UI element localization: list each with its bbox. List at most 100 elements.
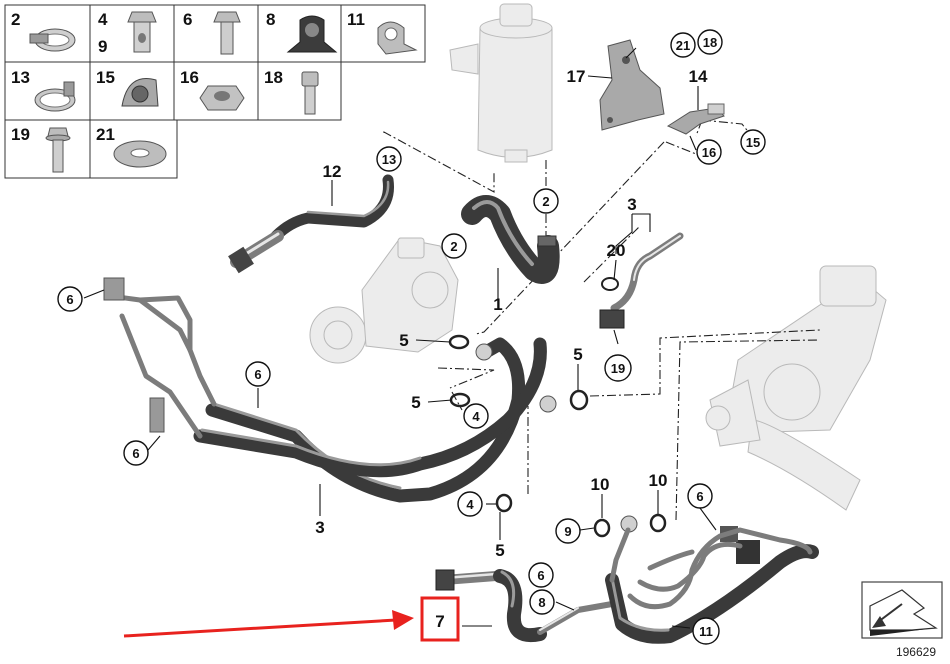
rubber-mount-icon <box>286 15 338 53</box>
hose-3 <box>103 277 547 503</box>
hose-clamp-icon <box>29 28 76 52</box>
circled-2-pump: 2 <box>441 233 467 259</box>
callout-labels: 1 3 3 5 5 5 5 10 10 12 14 17 20 <box>315 67 708 560</box>
circled-13: 13 <box>376 146 402 172</box>
band-clamp-icon <box>34 81 76 112</box>
circled-6-lower-left: 6 <box>123 440 149 466</box>
svg-text:19: 19 <box>611 361 625 376</box>
steering-pump <box>309 237 459 364</box>
hex-nut-icon <box>199 85 245 111</box>
bracket-14 <box>666 103 725 135</box>
circled-16: 16 <box>696 139 722 165</box>
circled-8: 8 <box>529 589 555 615</box>
grid-label: 16 <box>180 68 199 87</box>
callout-1: 1 <box>493 295 502 314</box>
clamp-bracket-icon <box>121 78 159 107</box>
grid-label: 21 <box>96 125 115 144</box>
circled-15: 15 <box>740 129 766 155</box>
grid-label: 13 <box>11 68 30 87</box>
circled-6-mid: 6 <box>245 361 271 387</box>
svg-text:15: 15 <box>746 135 760 150</box>
circled-21: 21 <box>670 32 696 58</box>
grid-cell-hose-clamp[interactable]: 2 <box>11 10 76 52</box>
circled-4-bottom: 4 <box>457 491 483 517</box>
callout-3-bottom: 3 <box>315 518 324 537</box>
svg-text:18: 18 <box>703 35 717 50</box>
grid-cell-flange-bolt[interactable]: 19 <box>11 125 71 173</box>
circled-9: 9 <box>555 518 581 544</box>
callout-10-left: 10 <box>591 475 610 494</box>
grid-cell-hex-nut[interactable]: 16 <box>180 68 245 111</box>
circled-2-top: 2 <box>533 188 559 214</box>
svg-text:6: 6 <box>696 489 703 504</box>
svg-text:6: 6 <box>537 568 544 583</box>
grid-cell-banjo-bolt[interactable]: 4 9 <box>98 10 157 56</box>
svg-text:6: 6 <box>132 446 139 461</box>
circled-19: 19 <box>604 354 632 382</box>
grid-label-secondary: 9 <box>98 37 107 56</box>
grid-label: 18 <box>264 68 283 87</box>
grid-label: 8 <box>266 10 275 29</box>
socket-screw-icon <box>301 71 319 115</box>
svg-text:11: 11 <box>699 624 713 639</box>
grid-cell-socket-screw[interactable]: 18 <box>264 68 319 115</box>
hex-bolt-icon <box>213 11 241 55</box>
circled-18: 18 <box>697 29 723 55</box>
callout-5-bottom: 5 <box>495 541 504 560</box>
leader-lines <box>83 47 717 629</box>
grid-cell-washer[interactable]: 21 <box>96 125 167 168</box>
grid-cell-clip[interactable]: 11 <box>347 10 418 55</box>
grid-cell-clamp-bracket[interactable]: 15 <box>96 68 159 107</box>
svg-text:2: 2 <box>542 194 549 209</box>
svg-text:13: 13 <box>382 152 396 167</box>
circled-callouts: 2 2 4 4 6 6 6 6 6 8 9 11 13 15 16 19 21 … <box>57 29 766 645</box>
steering-rack <box>705 265 887 511</box>
svg-text:4: 4 <box>466 497 474 512</box>
svg-text:4: 4 <box>472 409 480 424</box>
washer-icon <box>113 140 167 168</box>
grid-label: 6 <box>183 10 192 29</box>
svg-text:6: 6 <box>66 292 73 307</box>
grid-cell-hex-bolt[interactable]: 6 <box>183 10 241 55</box>
clip-icon <box>377 21 418 55</box>
callout-12: 12 <box>323 162 342 181</box>
parts-grid: 2 4 9 6 8 <box>4 4 426 179</box>
grid-label: 4 <box>98 10 108 29</box>
highlight-label: 7 <box>435 612 444 631</box>
red-arrow-icon <box>123 610 414 638</box>
hose-1 <box>461 195 560 284</box>
circled-6-left: 6 <box>57 286 83 312</box>
circled-4-center: 4 <box>463 403 489 429</box>
reservoir <box>449 3 553 163</box>
flange-bolt-icon <box>45 127 71 173</box>
reference-box: 196629 <box>861 581 943 659</box>
grid-label: 19 <box>11 125 30 144</box>
pipe-20 <box>599 232 684 329</box>
callout-17: 17 <box>567 67 586 86</box>
hose-7 <box>435 569 615 642</box>
circled-6-bottom: 6 <box>528 562 554 588</box>
grid-label: 2 <box>11 10 20 29</box>
callout-3-top: 3 <box>627 195 636 214</box>
callout-5-center: 5 <box>411 393 420 412</box>
reference-number: 196629 <box>896 645 936 659</box>
svg-text:9: 9 <box>564 524 571 539</box>
grid-cell-band-clamp[interactable]: 13 <box>11 68 76 112</box>
svg-text:2: 2 <box>450 239 457 254</box>
grid-cell-rubber-mount[interactable]: 8 <box>266 10 338 53</box>
highlight-box <box>420 596 460 642</box>
grid-label: 15 <box>96 68 115 87</box>
svg-text:21: 21 <box>676 38 690 53</box>
svg-text:16: 16 <box>702 145 716 160</box>
callout-5-pump: 5 <box>399 331 408 350</box>
highlight-marker[interactable]: 7 <box>123 596 460 642</box>
svg-text:8: 8 <box>538 595 545 610</box>
hose-11 <box>605 527 819 644</box>
arrow-direction-icon <box>869 589 938 636</box>
hose-12 <box>228 174 394 274</box>
callout-10-right: 10 <box>649 471 668 490</box>
circled-6-right: 6 <box>687 483 713 509</box>
svg-text:6: 6 <box>254 367 261 382</box>
circled-11: 11 <box>692 617 720 645</box>
